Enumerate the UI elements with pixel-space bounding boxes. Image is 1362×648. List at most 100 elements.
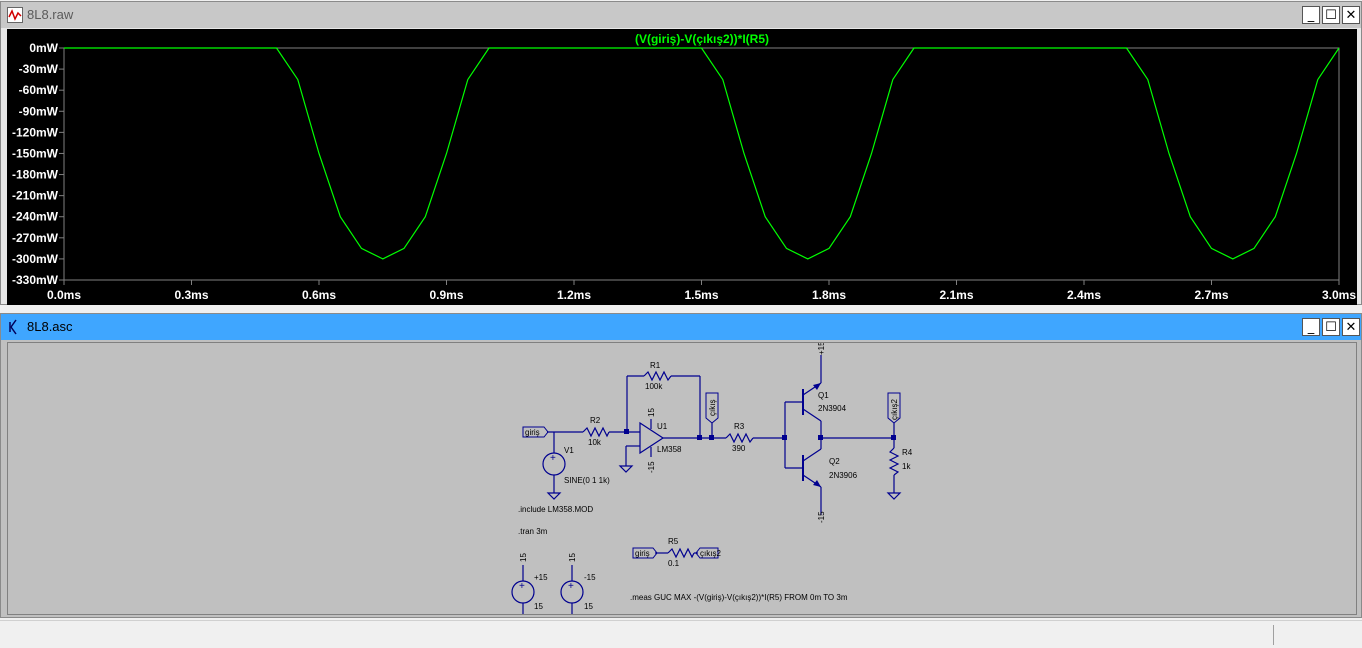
trace-line[interactable] xyxy=(64,47,1340,260)
opamp-u1[interactable] xyxy=(639,421,665,455)
supply-label: +15 xyxy=(817,343,826,355)
x-tick-label[interactable]: 0.6ms xyxy=(302,288,336,302)
junction-dot xyxy=(818,435,823,440)
plot-frame xyxy=(63,47,1340,281)
y-tick-label[interactable]: 0mW xyxy=(29,41,58,55)
junction-dot xyxy=(709,435,714,440)
spice-directive-include[interactable]: .include LM358.MOD xyxy=(518,505,593,514)
x-tick-label[interactable]: 2.1ms xyxy=(939,288,973,302)
net-label: giriş xyxy=(635,549,650,558)
component-name: R3 xyxy=(734,422,745,431)
resistor-r4[interactable] xyxy=(888,447,900,476)
resistor-r3[interactable] xyxy=(725,432,754,444)
junction-dot xyxy=(697,435,702,440)
resistor-r1[interactable] xyxy=(643,370,672,382)
schematic-icon xyxy=(9,319,17,335)
plus-sign: + xyxy=(568,581,574,592)
y-tick-label[interactable]: -60mW xyxy=(19,83,59,97)
y-tick-label[interactable]: -270mW xyxy=(12,231,59,245)
component-name: U1 xyxy=(657,422,668,431)
y-tick-label[interactable]: -240mW xyxy=(12,210,59,224)
junction-dot xyxy=(891,435,896,440)
supply-label: 15 xyxy=(568,553,577,562)
waveform-titlebar[interactable]: 8L8.raw _ ☐ ✕ xyxy=(1,2,1361,28)
component-value: 15 xyxy=(534,602,543,611)
supply-label: +15 xyxy=(534,573,548,582)
y-tick-label[interactable]: -210mW xyxy=(12,189,59,203)
ground-symbol xyxy=(546,492,562,500)
y-tick-label[interactable]: -330mW xyxy=(12,273,59,287)
component-name: R1 xyxy=(650,361,661,370)
x-tick-label[interactable]: 0.0ms xyxy=(47,288,81,302)
junction-dot xyxy=(624,429,629,434)
component-model: LM358 xyxy=(657,445,682,454)
x-tick-label[interactable]: 1.2ms xyxy=(557,288,591,302)
wire xyxy=(802,408,822,422)
ground-symbol xyxy=(618,465,634,473)
y-tick-label[interactable]: -90mW xyxy=(19,104,59,118)
net-label: çıkış xyxy=(708,400,717,416)
net-label: giriş xyxy=(525,428,540,437)
resistor-r5[interactable] xyxy=(667,547,695,559)
schematic-window[interactable]: 8L8.asc _ ☐ ✕ xyxy=(0,313,1362,618)
net-flag-cikis2-output[interactable] xyxy=(887,392,901,424)
x-tick-label[interactable]: 3.0ms xyxy=(1322,288,1356,302)
supply-label: -15 xyxy=(647,461,656,473)
component-value: 10k xyxy=(588,438,602,447)
component-value: 1k xyxy=(902,462,911,471)
x-tick-label[interactable]: 0.3ms xyxy=(174,288,208,302)
x-tick-label[interactable]: 1.5ms xyxy=(684,288,718,302)
status-bar xyxy=(0,620,1362,648)
y-tick-label[interactable]: -30mW xyxy=(19,62,59,76)
y-tick-label[interactable]: -180mW xyxy=(12,168,59,182)
minimize-button[interactable]: _ xyxy=(1302,318,1320,336)
y-tick-label[interactable]: -300mW xyxy=(12,252,59,266)
supply-label: -15 xyxy=(817,511,826,523)
status-divider xyxy=(1273,625,1274,645)
net-flag-giris-input[interactable] xyxy=(522,426,549,438)
plus-sign: + xyxy=(550,453,556,464)
trace-label[interactable]: (V(giriş)-V(çıkış2))*I(R5) xyxy=(635,32,769,46)
waveform-plot[interactable]: 0mW -30mW -60mW -90mW -120mW -150mW -180mW -210… xyxy=(7,29,1357,305)
x-tick-label[interactable]: 2.7ms xyxy=(1194,288,1228,302)
net-flag-cikis-opamp[interactable] xyxy=(705,392,719,424)
maximize-button[interactable]: ☐ xyxy=(1322,6,1340,24)
waveform-window[interactable]: 8L8.raw _ ☐ ✕ 0mW -30mW -60mW -90mW -120mW -1… xyxy=(0,1,1362,305)
net-flag-giris-r5[interactable] xyxy=(632,547,658,559)
maximize-button[interactable]: ☐ xyxy=(1322,318,1340,336)
net-flag-cikis2-r5[interactable] xyxy=(695,547,719,559)
schematic-titlebar[interactable]: 8L8.asc _ ☐ ✕ xyxy=(1,314,1361,340)
component-model: 2N3906 xyxy=(829,471,858,480)
net-label: çıkış2 xyxy=(890,399,899,420)
component-value: 100k xyxy=(645,382,663,391)
component-value: SINE(0 1 1k) xyxy=(564,476,610,485)
y-tick-label[interactable]: -150mW xyxy=(12,146,59,160)
x-tick-label[interactable]: 0.9ms xyxy=(429,288,463,302)
x-tick-label[interactable]: 2.4ms xyxy=(1067,288,1101,302)
supply-label: 15 xyxy=(519,553,528,562)
close-button[interactable]: ✕ xyxy=(1342,318,1360,336)
y-tick-label[interactable]: -120mW xyxy=(12,125,59,139)
spice-directive-meas[interactable]: .meas GUC MAX -(V(giriş)-V(çıkış2))*I(R5… xyxy=(630,593,848,602)
x-tick-label[interactable]: 1.8ms xyxy=(812,288,846,302)
component-name: R4 xyxy=(902,448,913,457)
component-value: 15 xyxy=(584,602,593,611)
component-name: Q2 xyxy=(829,457,840,466)
plus-sign: + xyxy=(519,581,525,592)
component-model: 2N3904 xyxy=(818,404,847,413)
close-button[interactable]: ✕ xyxy=(1342,6,1360,24)
schematic-drawing[interactable]: giriş çıkış çıkış2 giriş çıkış2 R1 100k … xyxy=(8,341,1356,614)
minimize-button[interactable]: _ xyxy=(1302,6,1320,24)
ground-symbol xyxy=(886,492,902,500)
component-name: V1 xyxy=(564,446,574,455)
spice-directive-tran[interactable]: .tran 3m xyxy=(518,527,548,536)
supply-label: 15 xyxy=(647,408,656,417)
resistor-r2[interactable] xyxy=(582,426,610,438)
schematic-window-title: 8L8.asc xyxy=(27,319,73,334)
junction-dot xyxy=(782,435,787,440)
arrow-q2 xyxy=(813,480,821,487)
schematic-canvas[interactable]: giriş çıkış çıkış2 giriş çıkış2 R1 100k … xyxy=(7,341,1357,615)
supply-label: -15 xyxy=(584,573,596,582)
component-value: 0.1 xyxy=(668,559,680,568)
plot-pane[interactable]: 0mW -30mW -60mW -90mW -120mW -150mW -180mW -210… xyxy=(7,29,1357,305)
